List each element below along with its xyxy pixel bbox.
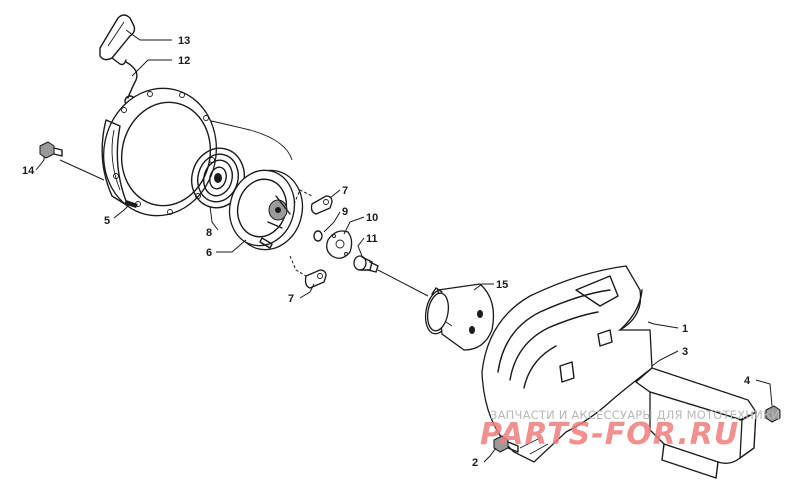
leader-lines: [35, 29, 773, 463]
callout-12: 12: [178, 55, 190, 67]
callout-6: 6: [206, 247, 212, 259]
rope-reel: [228, 169, 304, 251]
housing-bolt: [39, 141, 63, 159]
callout-3: 3: [682, 346, 688, 358]
friction-plate: [326, 230, 353, 259]
callout-7-upper: 7: [342, 185, 348, 197]
callout-13: 13: [178, 35, 190, 47]
cover-bolt: [493, 435, 519, 453]
washer: [313, 230, 323, 242]
watermark: ЗАПЧАСТИ И АКСЕССУАРЫ ДЛЯ МОТОТЕХНИКИ PA…: [480, 408, 780, 452]
air-duct: [634, 367, 757, 479]
center-bolt: [353, 255, 379, 273]
callout-5: 5: [104, 215, 110, 227]
watermark-logo: PARTS-FOR.RU: [480, 417, 739, 452]
watermark-caption: ЗАПЧАСТИ И АКСЕССУАРЫ ДЛЯ МОТОТЕХНИКИ: [490, 408, 780, 422]
callout-7-lower: 7: [288, 293, 294, 305]
pawl-lower: [304, 269, 327, 289]
callout-10: 10: [366, 212, 378, 224]
duct-nut: [765, 405, 781, 423]
callouts: 13 12 14 5 8 6 7 9 10 11 7 15 1 3 4 2: [22, 35, 751, 469]
starter-pulley: [424, 283, 495, 351]
starter-handle: [99, 14, 136, 66]
callout-9: 9: [342, 206, 348, 218]
pawl-upper: [310, 195, 333, 215]
callout-11: 11: [366, 233, 378, 245]
recoil-housing: [101, 87, 218, 217]
fan-cover: [481, 265, 653, 463]
callout-15: 15: [496, 279, 508, 291]
callout-1: 1: [682, 323, 688, 335]
callout-8: 8: [206, 227, 212, 239]
callout-2: 2: [472, 457, 478, 469]
callout-4: 4: [744, 375, 751, 387]
callout-14: 14: [22, 165, 35, 177]
